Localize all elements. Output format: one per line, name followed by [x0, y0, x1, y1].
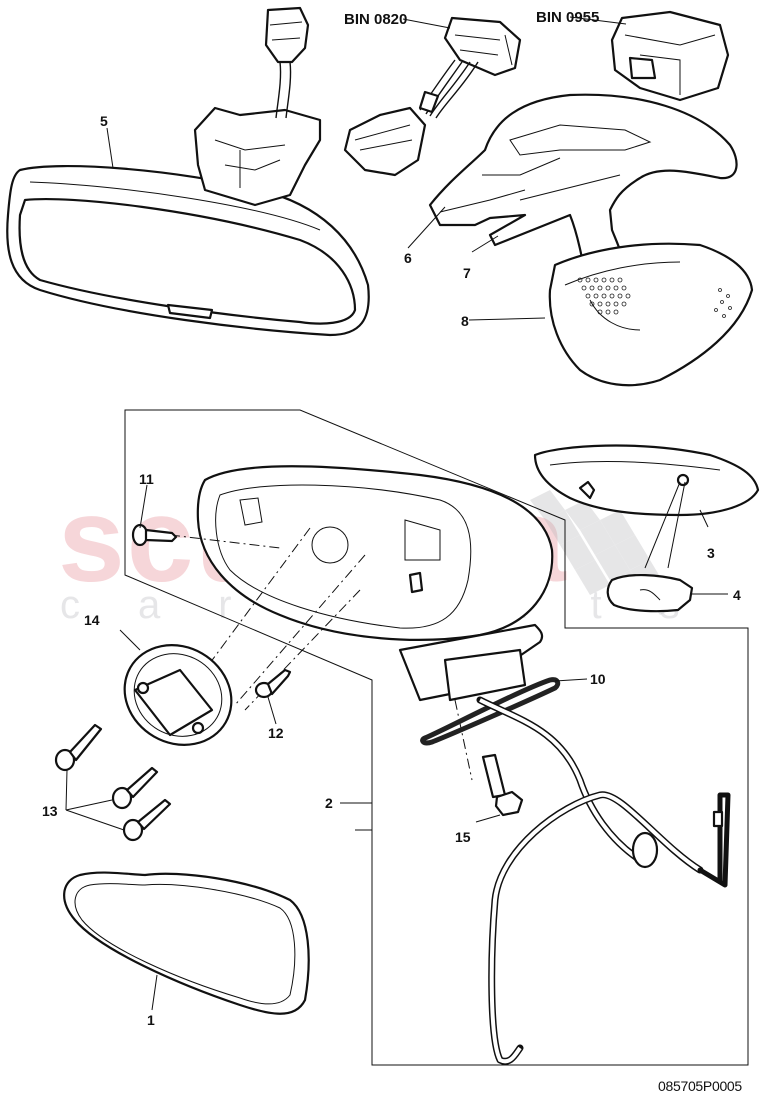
callout-10: 10 [590, 671, 606, 687]
sensor-cover-8 [548, 242, 754, 387]
hex-bolt-15 [481, 753, 524, 817]
interior-mirror-5 [6, 6, 370, 337]
module-bin-0955 [610, 10, 730, 102]
bin-label-0820: BIN 0820 [344, 11, 408, 28]
callout-8: 8 [461, 313, 469, 329]
callout-7: 7 [463, 265, 471, 281]
callout-3: 3 [707, 545, 715, 561]
exterior-mirror-housing-2 [196, 465, 554, 702]
mirror-motor-14 [123, 644, 233, 746]
callout-1: 1 [147, 1012, 155, 1028]
callout-6: 6 [404, 250, 412, 266]
callout-15: 15 [455, 829, 471, 845]
wiring-harness [476, 696, 731, 1065]
assembly-bracket-upper [124, 409, 749, 1066]
lower-cover-3 [533, 444, 760, 517]
drawing-code: 085705P0005 [658, 1078, 742, 1094]
bin-label-0955: BIN 0955 [536, 9, 600, 26]
sensor-perforation [577, 277, 732, 318]
leader-lines [65, 16, 728, 1011]
callout-11: 11 [139, 471, 154, 487]
callout-12: 12 [268, 725, 284, 741]
callout-13: 13 [42, 803, 58, 819]
callout-5: 5 [100, 113, 108, 129]
bulb-4 [606, 573, 694, 613]
callout-14: 14 [84, 612, 100, 628]
bolts-13 [54, 723, 172, 842]
callout-4: 4 [733, 587, 741, 603]
screw-11 [131, 523, 178, 547]
connector-bin-0820 [343, 16, 522, 177]
mirror-glass-1 [63, 871, 310, 1015]
callout-2: 2 [325, 795, 333, 811]
screw-12 [254, 668, 292, 699]
